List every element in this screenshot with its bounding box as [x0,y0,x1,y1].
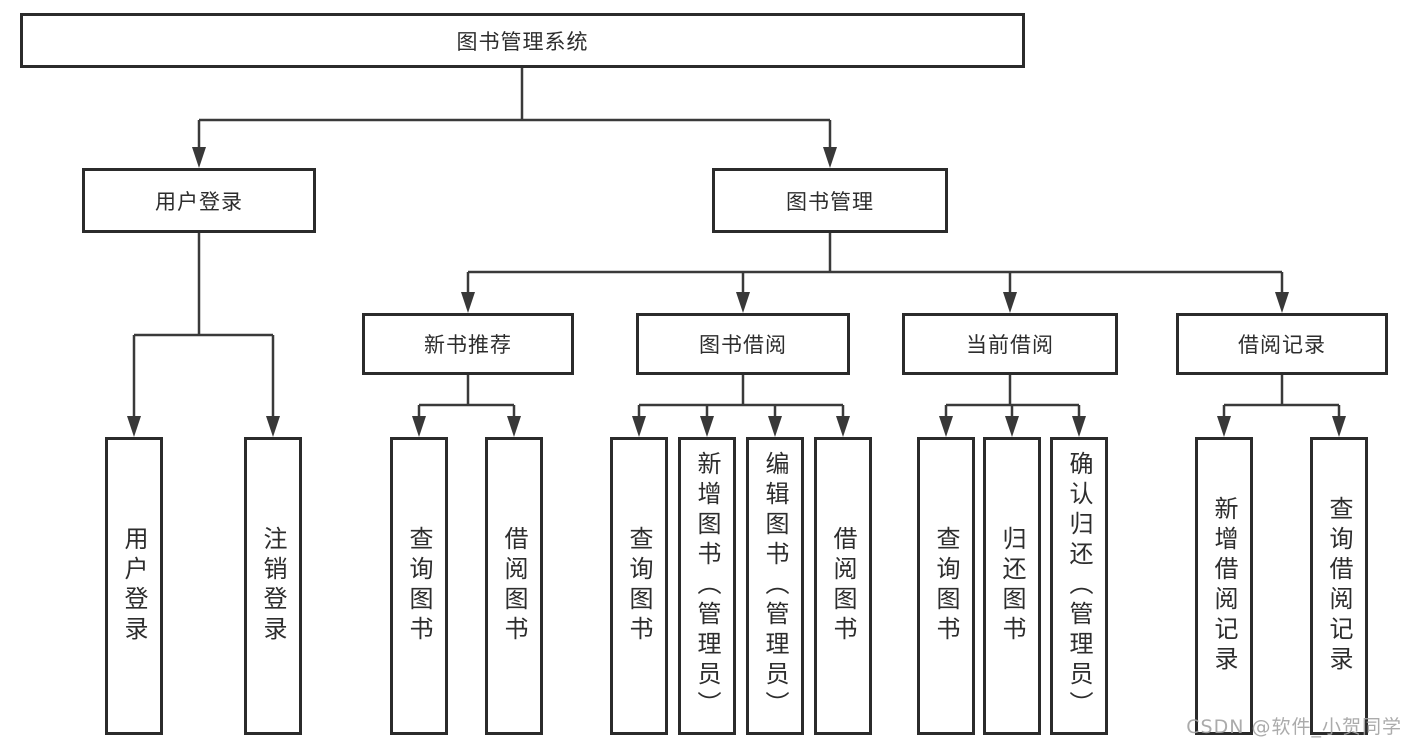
csdn-watermark: CSDN @软件_小贺同学 [1186,716,1402,738]
node-label: 借阅记录 [1238,333,1326,357]
node-borrowing-records: 借阅记录 [1176,313,1388,375]
node-borrow-books-borrowing: 借阅图书 [814,437,872,735]
node-borrow-books-recommendation: 借阅图书 [485,437,543,735]
node-label: 查询图书 [625,526,653,646]
node-query-borrow-record: 查询借阅记录 [1310,437,1368,735]
node-label: 归还图书 [998,526,1026,646]
node-label: 查询借阅记录 [1325,496,1353,676]
node-return-books: 归还图书 [983,437,1041,735]
node-user-login-leaf: 用户登录 [105,437,163,735]
node-label: 图书借阅 [699,333,787,357]
node-label: 图书管理 [786,189,874,214]
node-logout: 注销登录 [244,437,302,735]
node-label: 借阅图书 [500,526,528,646]
node-add-borrow-record: 新增借阅记录 [1195,437,1253,735]
node-current-borrowing: 当前借阅 [902,313,1118,375]
node-library-management-system: 图书管理系统 [20,13,1025,68]
node-label: 用户登录 [155,189,243,214]
node-label: 借阅图书 [829,526,857,646]
node-label: 新增借阅记录 [1210,496,1238,676]
node-new-book-recommendation: 新书推荐 [362,313,574,375]
node-label: 查询图书 [405,526,433,646]
node-label: 当前借阅 [966,333,1054,357]
node-label: 新增图书（管理员） [693,451,721,721]
node-query-books-recommendation: 查询图书 [390,437,448,735]
node-edit-books-admin: 编辑图书（管理员） [746,437,804,735]
node-label: 查询图书 [932,526,960,646]
node-label: 注销登录 [259,526,287,646]
node-book-management: 图书管理 [712,168,948,233]
node-label: 编辑图书（管理员） [761,451,789,721]
node-label: 用户登录 [120,526,148,646]
node-label: 确认归还（管理员） [1065,451,1093,721]
node-book-borrowing: 图书借阅 [636,313,850,375]
node-confirm-return-admin: 确认归还（管理员） [1050,437,1108,735]
node-label: 图书管理系统 [456,29,589,54]
node-user-login: 用户登录 [82,168,316,233]
node-query-books-borrowing: 查询图书 [610,437,668,735]
node-query-books-current: 查询图书 [917,437,975,735]
node-label: 新书推荐 [424,333,512,357]
node-add-books-admin: 新增图书（管理员） [678,437,736,735]
